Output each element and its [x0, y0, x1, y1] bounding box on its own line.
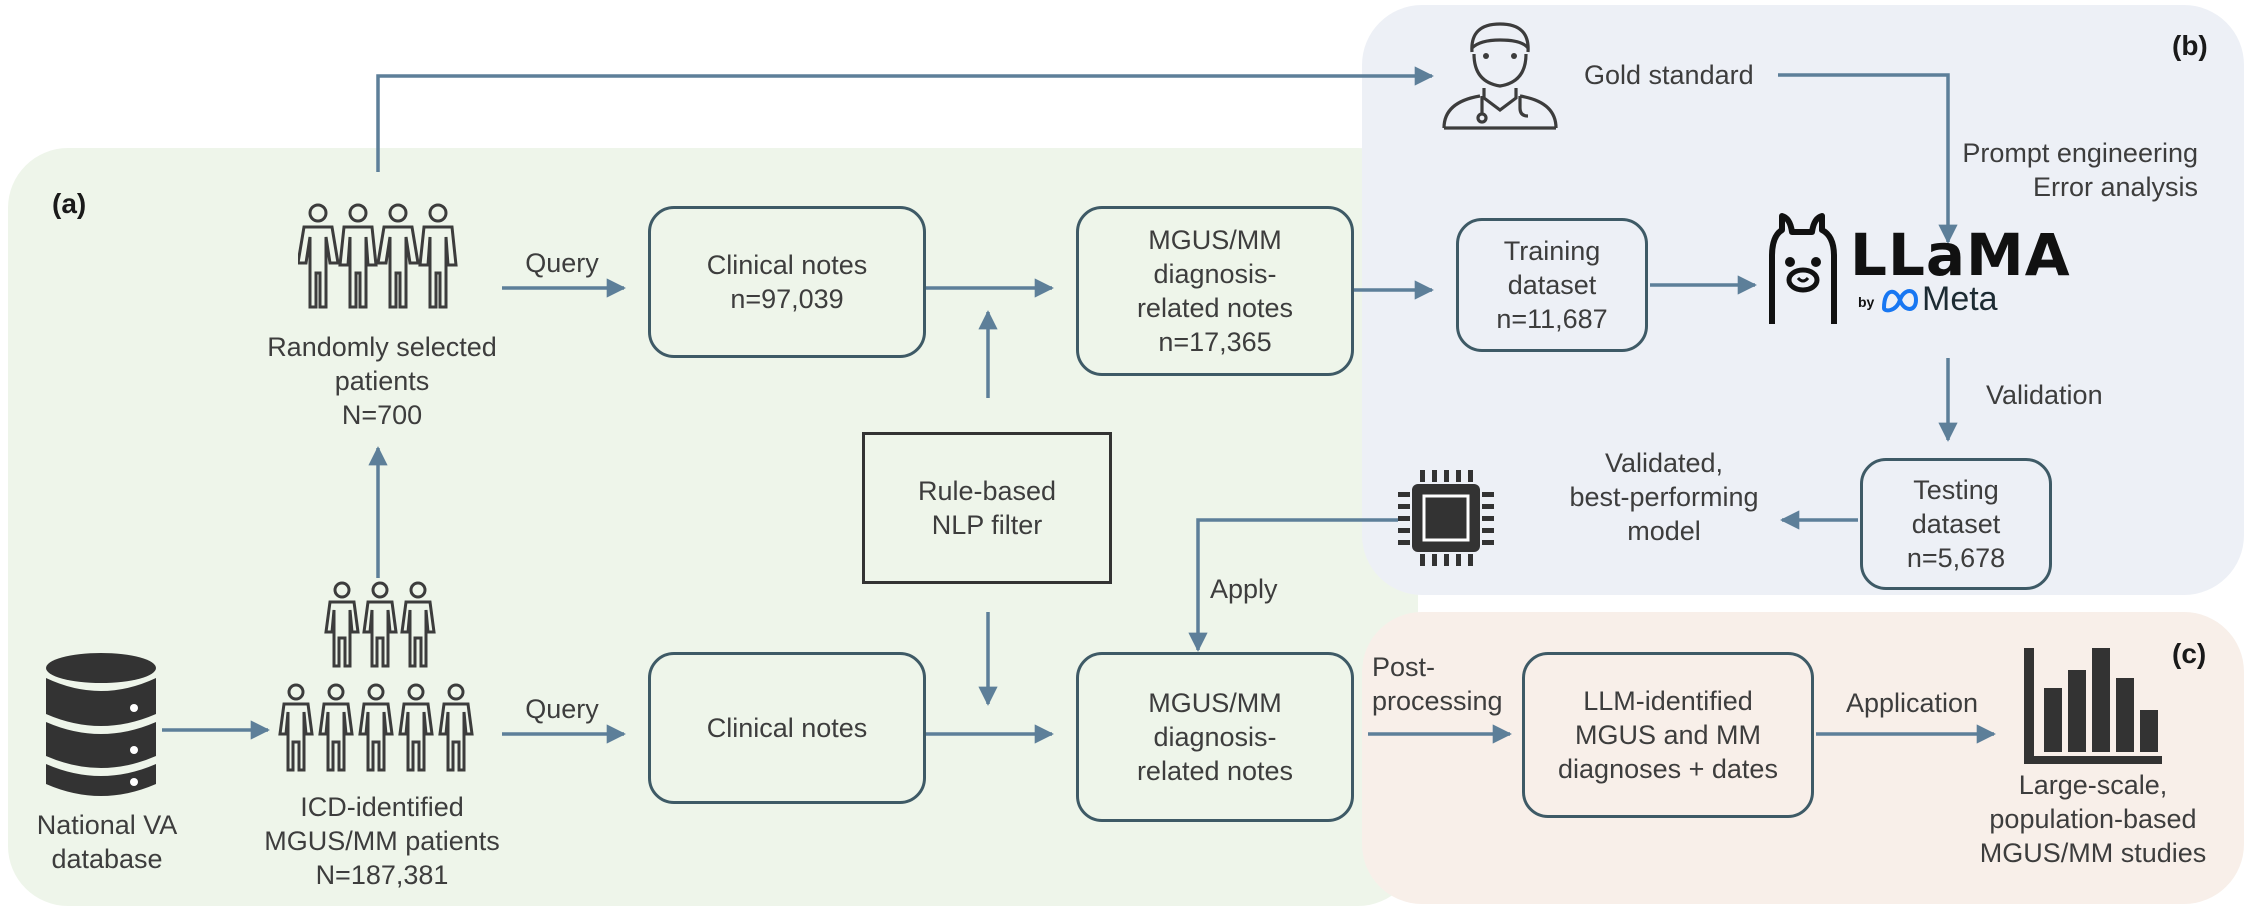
panel-c-label: (c)	[2172, 638, 2207, 669]
large-scale-line-2: population-based	[1989, 804, 2197, 834]
clinical-notes-sample-box: Clinical notes n=97,039	[648, 206, 926, 358]
apply-label: Apply	[1210, 574, 1278, 604]
icd-patients-label: ICD-identified MGUS/MM patients N=187,38…	[232, 790, 532, 892]
query-top-label: Query	[525, 248, 599, 278]
people-group-icon	[298, 203, 458, 309]
large-scale-label: Large-scale, population-based MGUS/MM st…	[1962, 768, 2224, 870]
clinical-notes-all-box: Clinical notes	[648, 652, 926, 804]
diag-notes-all-line-3: related notes	[1136, 756, 1294, 786]
clinical-notes-sample-count: n=97,039	[730, 284, 844, 314]
post-processing-line-1: Post-	[1372, 652, 1436, 682]
rule-filter-box: Rule-based NLP filter	[862, 432, 1112, 584]
llm-identified-box: LLM-identified MGUS and MM diagnoses + d…	[1522, 652, 1814, 818]
arrow-gold-to-llama	[1778, 73, 1958, 244]
rule-filter-line-1: Rule-based	[917, 476, 1057, 506]
validated-model-line-1: Validated,	[1604, 448, 1724, 478]
validation-text: Validation	[1986, 380, 2103, 410]
clinical-notes-all-line-1: Clinical notes	[706, 713, 868, 743]
testing-count: n=5,678	[1906, 543, 2006, 573]
gold-standard-label: Gold standard	[1584, 58, 1804, 92]
llm-identified-line-1: LLM-identified	[1583, 686, 1753, 716]
testing-box: Testing dataset n=5,678	[1860, 458, 2052, 590]
chip-icon	[1398, 470, 1494, 566]
large-scale-line-3: MGUS/MM studies	[1979, 838, 2207, 868]
gold-standard-text: Gold standard	[1584, 60, 1754, 90]
diag-notes-sample-line-1: MGUS/MM	[1148, 225, 1282, 255]
arrow-apply	[1188, 518, 1398, 652]
clinical-notes-sample-line-1: Clinical notes	[706, 250, 868, 280]
validated-model-line-2: best-performing	[1569, 482, 1759, 512]
prompt-line-2: Error analysis	[2032, 172, 2198, 202]
diag-notes-sample-line-3: related notes	[1136, 293, 1294, 323]
crowd-icon	[278, 581, 474, 772]
large-scale-line-1: Large-scale,	[2018, 770, 2168, 800]
icd-patients-line-1: ICD-identified	[300, 792, 464, 822]
panel-b-label: (b)	[2172, 30, 2208, 61]
icd-patients-line-2: MGUS/MM patients	[264, 826, 500, 856]
training-count: n=11,687	[1496, 304, 1608, 334]
diag-notes-all-line-1: MGUS/MM	[1148, 688, 1282, 718]
llama-icon	[1769, 213, 1837, 324]
training-line-1: Training	[1503, 236, 1601, 266]
diag-notes-all-line-2: diagnosis-	[1153, 722, 1277, 752]
llama-by: by	[1858, 294, 1875, 310]
validation-label: Validation	[1986, 378, 2136, 412]
arrow-to-gold-standard	[376, 66, 1434, 172]
random-patients-count: N=700	[341, 400, 423, 430]
national-va-line-1: National VA	[36, 810, 178, 840]
prompt-engineering-label: Prompt engineering Error analysis	[1928, 136, 2198, 204]
random-patients-label: Randomly selected patients N=700	[232, 330, 532, 432]
meta-infinity-icon	[1881, 289, 1919, 313]
validated-model-line-3: model	[1627, 516, 1701, 546]
icd-patients-count: N=187,381	[315, 860, 449, 890]
llama-wordmark: LLaMA	[1850, 221, 2071, 289]
testing-line-2: dataset	[1911, 509, 2001, 539]
post-processing-line-2: processing	[1372, 686, 1503, 716]
application-label: Application	[1845, 688, 1979, 718]
query-bottom-label: Query	[525, 694, 599, 724]
national-va-line-2: database	[51, 844, 163, 874]
national-va-label: National VA database	[12, 808, 202, 876]
diag-notes-sample-line-2: diagnosis-	[1153, 259, 1277, 289]
training-box: Training dataset n=11,687	[1456, 218, 1648, 352]
panel-a	[8, 148, 1418, 906]
rule-filter-line-2: NLP filter	[931, 510, 1043, 540]
bar-chart-icon	[2024, 648, 2162, 764]
doctor-icon	[1442, 22, 1558, 130]
llama-meta: Meta	[1922, 280, 1998, 318]
diag-notes-sample-box: MGUS/MM diagnosis- related notes n=17,36…	[1076, 206, 1354, 376]
diag-notes-all-box: MGUS/MM diagnosis- related notes	[1076, 652, 1354, 822]
llm-identified-line-2: MGUS and MM	[1574, 720, 1762, 750]
validated-model-label: Validated, best-performing model	[1548, 446, 1780, 548]
random-patients-line-1: Randomly selected	[267, 332, 497, 362]
prompt-line-1: Prompt engineering	[1962, 138, 2198, 168]
database-icon	[46, 653, 156, 796]
panel-a-label: (a)	[52, 188, 87, 219]
training-line-2: dataset	[1507, 270, 1597, 300]
diag-notes-sample-count: n=17,365	[1158, 327, 1272, 357]
post-processing-label: Post- processing	[1372, 650, 1512, 718]
llm-identified-line-3: diagnoses + dates	[1558, 754, 1778, 784]
testing-line-1: Testing	[1913, 475, 1999, 505]
random-patients-line-2: patients	[334, 366, 430, 396]
